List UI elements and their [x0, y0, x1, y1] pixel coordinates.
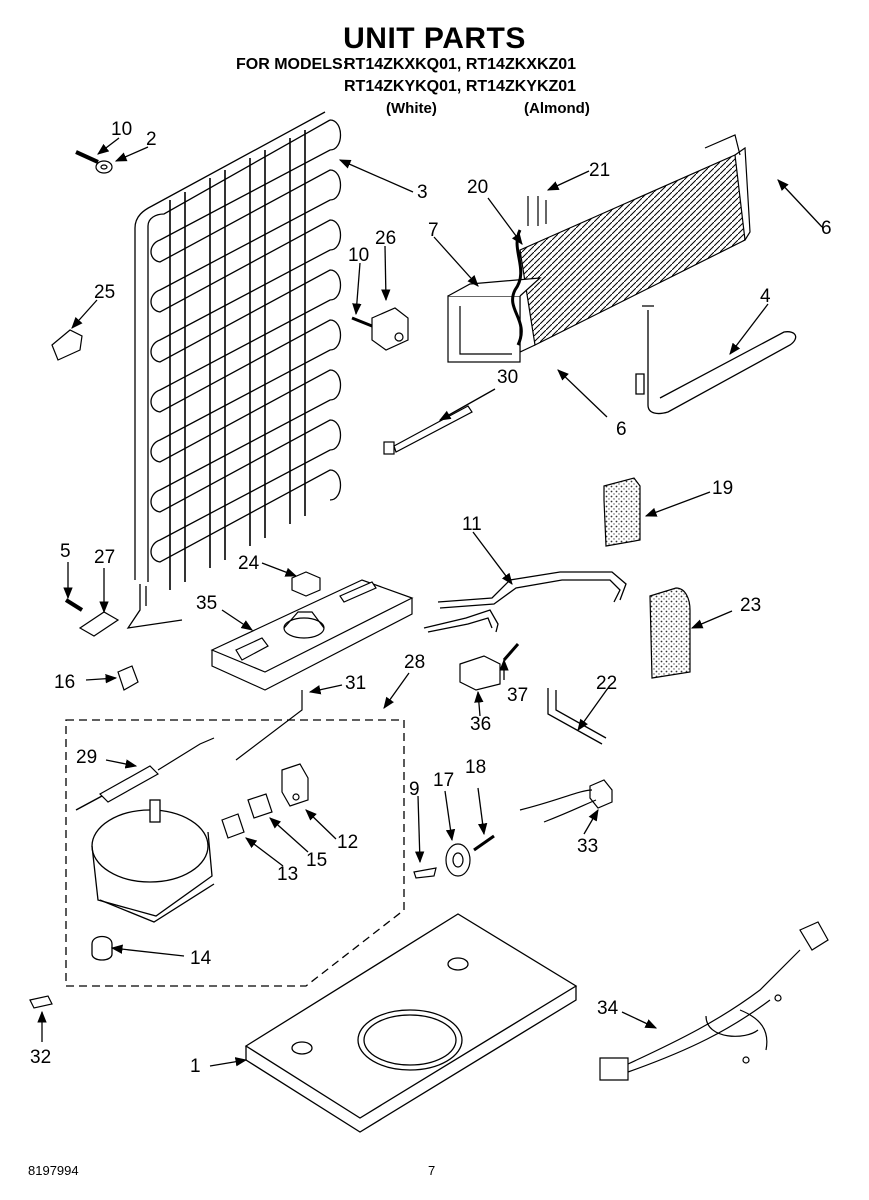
- callout-12: 12: [337, 832, 358, 853]
- part-32: [29, 995, 53, 1009]
- callout-35: 35: [196, 593, 217, 614]
- electrical-parts: [221, 763, 309, 839]
- callout-26: 26: [375, 228, 396, 249]
- cable-tie: [383, 405, 473, 455]
- callout-7: 7: [428, 220, 439, 241]
- models-line-1: RT14ZKXKQ01, RT14ZKXKZ01: [344, 56, 577, 73]
- callout-15: 15: [306, 850, 327, 871]
- callout-37: 37: [507, 685, 528, 706]
- callout-1: 1: [190, 1056, 201, 1077]
- callout-28: 28: [404, 652, 425, 673]
- callout-11: 11: [462, 514, 482, 535]
- condenser-coil: [126, 111, 342, 629]
- callout-23: 23: [740, 595, 761, 616]
- callout-5: 5: [60, 541, 71, 562]
- connector-31: [235, 690, 303, 761]
- callout-31: 31: [345, 673, 366, 694]
- clip-part: [51, 329, 83, 361]
- defrost-heater: [635, 305, 797, 415]
- callout-20: 20: [467, 177, 488, 198]
- compressor-assembly-boundary: [65, 719, 405, 987]
- clip-part-small: [64, 598, 120, 637]
- callout-19: 19: [712, 478, 733, 499]
- relay-part: [459, 643, 520, 691]
- callout-33: 33: [577, 836, 598, 857]
- callout-6b: 6: [616, 419, 627, 440]
- leader-arrows: [37, 137, 823, 1067]
- document-number: 8197994: [28, 1163, 79, 1178]
- callout-13: 13: [277, 864, 298, 885]
- drain-pan: [210, 571, 414, 691]
- callout-2: 2: [146, 129, 157, 150]
- callout-4: 4: [760, 286, 771, 307]
- tubing: [423, 571, 627, 745]
- compressor: [91, 799, 215, 961]
- callout-24: 24: [238, 553, 260, 574]
- bracket-part: [351, 307, 409, 351]
- callout-30: 30: [497, 367, 518, 388]
- callout-22: 22: [596, 673, 617, 694]
- models-label: FOR MODELS:: [236, 56, 348, 73]
- callout-27: 27: [94, 547, 115, 568]
- callout-34: 34: [597, 998, 619, 1019]
- page-title: UNIT PARTS: [343, 22, 526, 55]
- variant-white: (White): [386, 100, 437, 117]
- callout-6a: 6: [821, 218, 832, 239]
- callout-14: 14: [190, 948, 212, 969]
- callout-32: 32: [30, 1047, 51, 1068]
- base-pan: [244, 913, 578, 1133]
- variant-almond: (Almond): [524, 100, 590, 117]
- callout-10b: 10: [348, 245, 369, 266]
- dryer-filter: [75, 737, 215, 811]
- clip-part-16: [117, 665, 139, 691]
- callout-25: 25: [94, 282, 115, 303]
- callout-labels: 10 2 3 21 20 7 6 26 10 4 25 30 6 19 11 5…: [30, 119, 832, 1077]
- callout-18: 18: [465, 757, 486, 778]
- callout-9: 9: [409, 779, 420, 800]
- page-number: 7: [428, 1163, 436, 1178]
- harness-33: [519, 779, 613, 823]
- foam-blocks: [603, 477, 691, 679]
- power-harness: [599, 921, 829, 1081]
- evaporator: [447, 134, 751, 363]
- callout-3: 3: [417, 182, 428, 203]
- models-line-2: RT14ZKYKQ01, RT14ZKYKZ01: [344, 78, 577, 95]
- callout-10: 10: [111, 119, 132, 140]
- callout-17: 17: [433, 770, 454, 791]
- screw-washer: [75, 150, 113, 174]
- callout-16: 16: [54, 672, 75, 693]
- callout-29: 29: [76, 747, 97, 768]
- mounting-hardware: [413, 834, 495, 879]
- callout-21: 21: [589, 160, 610, 181]
- callout-36: 36: [470, 714, 491, 735]
